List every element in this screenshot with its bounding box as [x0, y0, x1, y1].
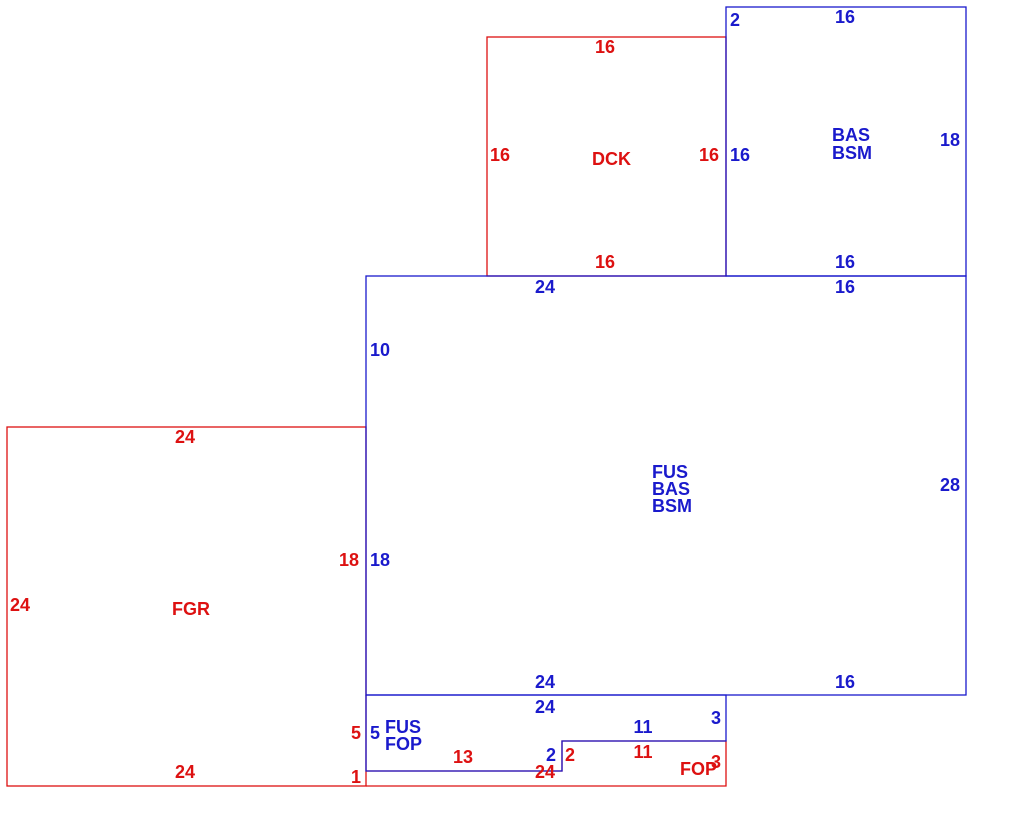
dim-fop-bottom: 24 — [535, 762, 555, 782]
dim-bas-top-left: 16 — [730, 145, 750, 165]
dim-main-top-right: 16 — [835, 277, 855, 297]
dim-fusfop-right: 3 — [711, 708, 721, 728]
fus-fop-label-1: FUS — [385, 717, 421, 737]
dim-main-bottom-right: 16 — [835, 672, 855, 692]
dim-main-bottom-left: 24 — [535, 672, 555, 692]
dim-bas-top-notch: 2 — [730, 10, 740, 30]
dim-dck-left: 16 — [490, 145, 510, 165]
dim-fusfop-top: 24 — [535, 697, 555, 717]
dck-label: DCK — [592, 149, 631, 169]
dim-fgr-left: 24 — [10, 595, 30, 615]
dim-bas-top-right: 18 — [940, 130, 960, 150]
dim-main-top-left: 24 — [535, 277, 555, 297]
dim-dck-right: 16 — [699, 145, 719, 165]
dim-main-right: 28 — [940, 475, 960, 495]
dim-dck-bottom: 16 — [595, 252, 615, 272]
dim-bas-top-bottom: 16 — [835, 252, 855, 272]
dim-fgr-right: 18 — [339, 550, 359, 570]
dim-fgr-top: 24 — [175, 427, 195, 447]
dim-fop-left-notch: 1 — [351, 767, 361, 787]
main-label-1: FUS — [652, 462, 688, 482]
dim-fop-top: 11 — [633, 742, 652, 762]
dim-fgr-bottom: 24 — [175, 762, 195, 782]
dim-dck-top: 16 — [595, 37, 615, 57]
main-label-3: BSM — [652, 496, 692, 516]
dim-fgr-fop-joint: 5 — [351, 723, 361, 743]
dim-fusfop-step-left: 2 — [546, 745, 556, 765]
fus-fop-label-2: FOP — [385, 734, 422, 754]
dim-bas-top-top: 16 — [835, 7, 855, 27]
dim-fop-inner-bottom: 13 — [453, 747, 473, 767]
dim-fop-step-left: 2 — [565, 745, 575, 765]
fgr-label: FGR — [172, 599, 210, 619]
dim-main-left-lower: 18 — [370, 550, 390, 570]
fop-label: FOP — [680, 759, 717, 779]
dim-fop-right: 3 — [711, 752, 721, 772]
dim-fusfop-step-top: 11 — [633, 717, 652, 737]
bas-top-label-2: BSM — [832, 143, 872, 163]
dim-main-left-upper: 10 — [370, 340, 390, 360]
dim-fusfop-left: 5 — [370, 723, 380, 743]
bas-top-label-1: BAS — [832, 125, 870, 145]
main-label-2: BAS — [652, 479, 690, 499]
fus-fop-outline — [365, 694, 727, 772]
